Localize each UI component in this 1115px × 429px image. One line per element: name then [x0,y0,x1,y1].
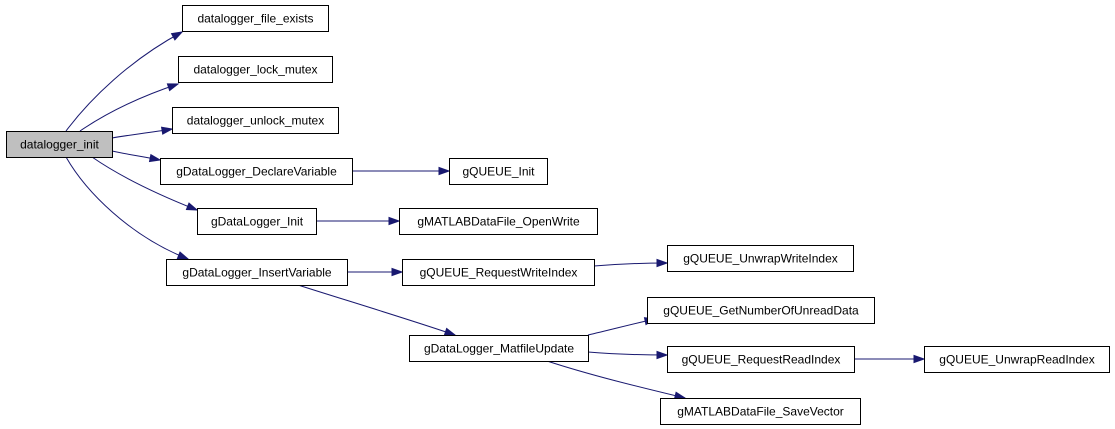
node-box [166,259,348,286]
node-box [160,158,353,185]
call-edge [91,156,199,211]
node-box [172,107,339,134]
arrow-head [170,31,184,41]
node-gdatalogger-insertvariable[interactable]: gDataLogger_InsertVariable [166,259,348,286]
edges-layer [65,31,926,400]
edge-line [91,156,198,211]
call-edge [352,166,451,176]
node-label: gQUEUE_GetNumberOfUnreadData [663,304,859,318]
node-gdatalogger-matfileupdate[interactable]: gDataLogger_MatfileUpdate [409,335,589,362]
edge-line [546,360,686,399]
node-gqueue-requestwriteindex[interactable]: gQUEUE_RequestWriteIndex [402,259,595,286]
node-datalogger-lock-mutex[interactable]: datalogger_lock_mutex [178,56,333,83]
nodes-layer: datalogger_init datalogger_file_existsdat… [6,5,1110,425]
node-box [197,208,317,235]
node-label: gDataLogger_InsertVariable [182,266,332,280]
edge-line [65,31,183,132]
arrow-head [391,267,404,277]
call-edge [316,216,401,226]
arrow-head [438,166,451,176]
call-edge [854,354,926,364]
edge-line [587,351,668,356]
arrow-head [166,83,180,92]
node-gqueue-getnumberofunreaddata[interactable]: gQUEUE_GetNumberOfUnreadData [647,297,875,324]
arrow-head [388,216,401,226]
node-label: datalogger_unlock_mutex [187,114,324,128]
edge-line [593,262,668,267]
node-datalogger-file-exists[interactable]: datalogger_file_exists [182,5,329,32]
node-label: gQUEUE_UnwrapReadIndex [939,353,1094,367]
node-gmatlabdatafile-openwrite[interactable]: gMATLABDataFile_OpenWrite [399,208,598,235]
arrow-head [913,354,926,364]
node-box [178,56,333,83]
node-gdatalogger-declarevariable[interactable]: gDataLogger_DeclareVariable [160,158,353,185]
node-gdatalogger-init[interactable]: gDataLogger_Init [197,208,317,235]
arrow-head [148,153,162,163]
node-gmatlabdatafile-savevector[interactable]: gMATLABDataFile_SaveVector [660,398,861,425]
call-edge [297,284,457,336]
arrow-head [656,258,669,268]
node-box [182,5,329,32]
node-label: datalogger_lock_mutex [193,63,317,77]
node-label: gMATLABDataFile_SaveVector [677,405,844,419]
node-gqueue-unwrapreadindex[interactable]: gQUEUE_UnwrapReadIndex [924,346,1110,373]
node-label: gDataLogger_MatfileUpdate [424,342,574,356]
call-edge [546,360,687,400]
node-box [667,346,855,373]
edge-line [79,83,179,132]
node-box [449,158,548,185]
call-edge [79,83,180,132]
node-label: gDataLogger_Init [211,215,304,229]
arrow-head [443,327,457,336]
node-label: gQUEUE_RequestWriteIndex [420,266,578,280]
node-label: gDataLogger_DeclareVariable [176,165,337,179]
node-label: gMATLABDataFile_OpenWrite [417,215,580,229]
call-edge [65,156,190,260]
call-edge [111,126,174,139]
node-gqueue-unwrapwriteindex[interactable]: gQUEUE_UnwrapWriteIndex [667,245,854,272]
node-box [924,346,1110,373]
node-label: gQUEUE_UnwrapWriteIndex [683,252,838,266]
node-label: gQUEUE_Init [462,165,535,179]
node-box [660,398,861,425]
node-label: datalogger_file_exists [197,12,313,26]
node-box [667,245,854,272]
node-gqueue-requestreadindex[interactable]: gQUEUE_RequestReadIndex [667,346,855,373]
arrow-head [656,350,669,360]
edge-line [65,156,189,260]
call-edge [111,150,162,163]
node-box [399,208,598,235]
node-datalogger-unlock-mutex[interactable]: datalogger_unlock_mutex [172,107,339,134]
call-edge [587,317,657,336]
node-gqueue-init[interactable]: gQUEUE_Init [449,158,548,185]
node-datalogger-init[interactable]: datalogger_init [6,131,113,158]
call-edge [347,267,404,277]
arrow-head [185,202,199,211]
call-edge [587,350,669,360]
edge-line [297,284,456,336]
call-edge [65,31,184,132]
arrow-head [160,126,174,135]
call-edge [593,258,669,268]
node-box [402,259,595,286]
node-box [6,131,113,158]
node-label: datalogger_init [20,138,99,152]
node-label: gQUEUE_RequestReadIndex [682,353,841,367]
arrow-head [176,251,190,260]
node-box [409,335,589,362]
node-box [647,297,875,324]
